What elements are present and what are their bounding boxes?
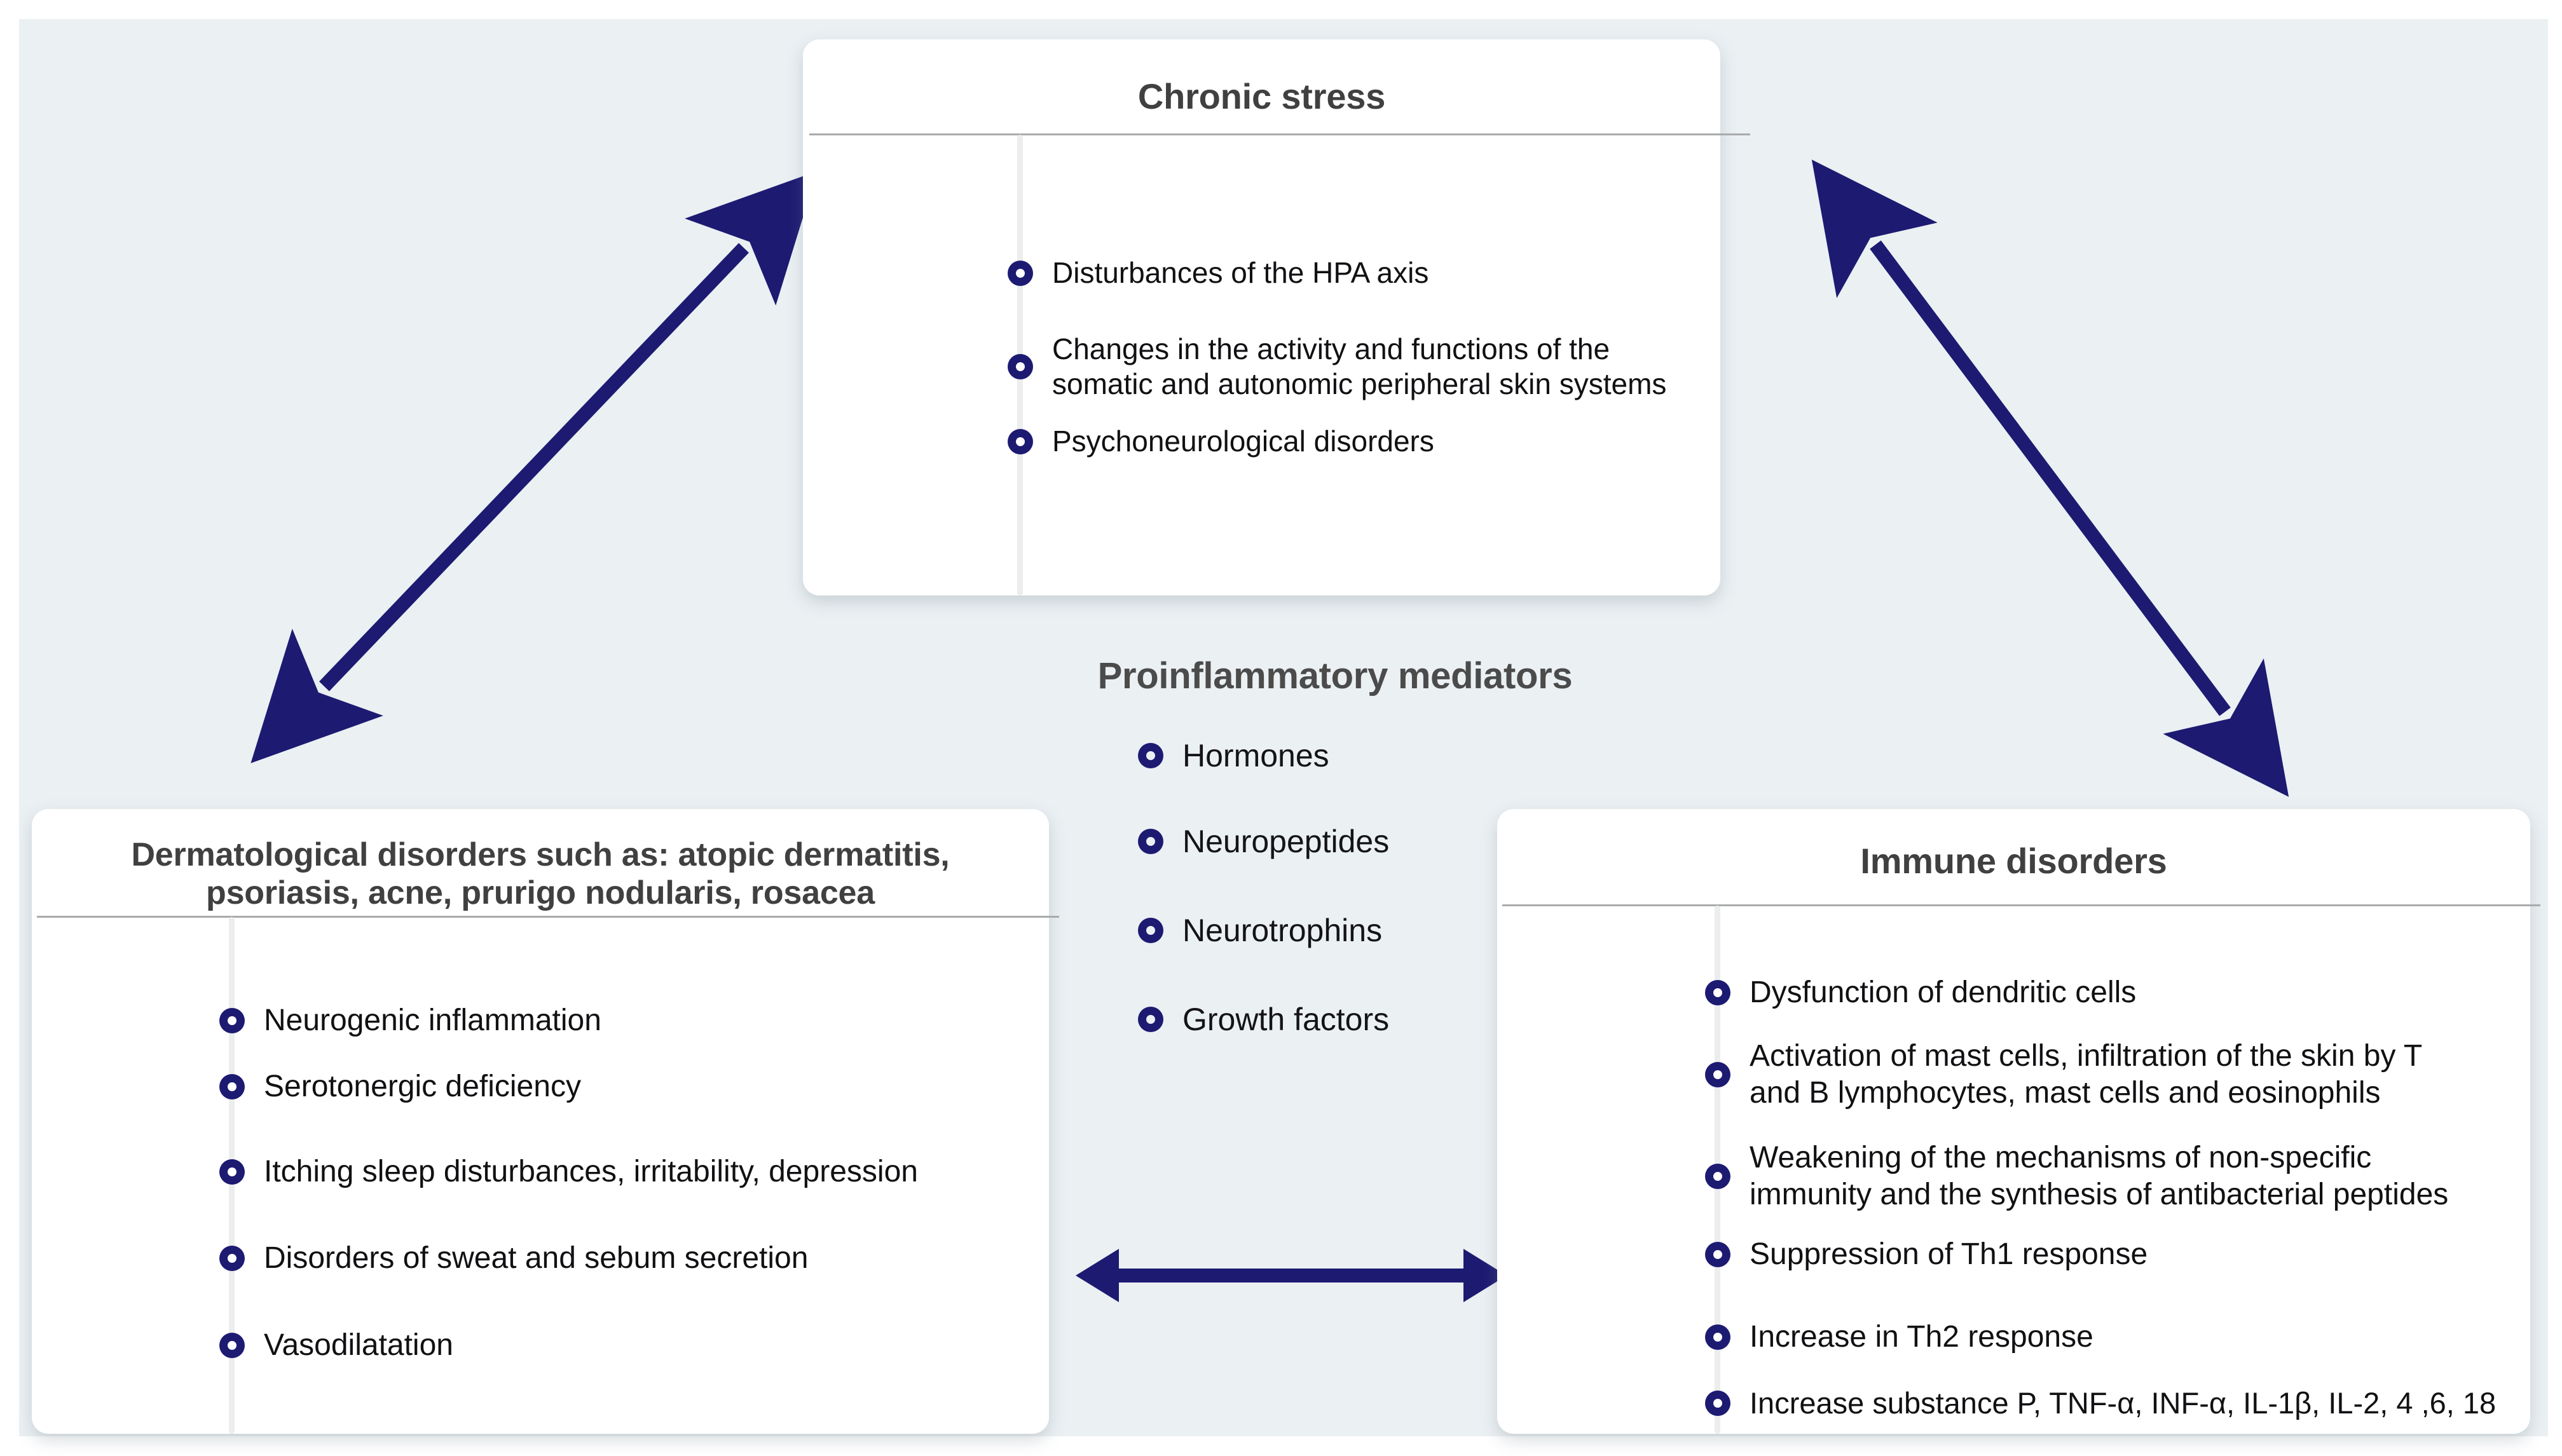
list-item-label: Growth factors — [1182, 1002, 1390, 1037]
list-item-label: Psychoneurological disorders — [1052, 425, 1434, 458]
chronic-stress-list: Disturbances of the HPA axis Changes in … — [803, 135, 1720, 595]
chronic-stress-card: Chronic stress Disturbances of the HPA a… — [803, 39, 1750, 595]
bullet-icon — [1138, 1007, 1163, 1032]
list-item[interactable]: Changes in the activity and functions of… — [803, 332, 1720, 402]
list-item[interactable]: Increase substance P, TNF-α, INF-α, IL-1… — [1497, 1385, 2530, 1421]
list-item[interactable]: Suppression of Th1 response — [1497, 1236, 2530, 1273]
immune-list: Dysfunction of dendritic cells Activatio… — [1497, 906, 2530, 1434]
bullet-icon — [1705, 1241, 1730, 1267]
bullet-icon — [1705, 1391, 1730, 1417]
dermatological-list: Neurogenic inflammation Serotonergic def… — [32, 917, 1049, 1434]
list-item-label: Dysfunction of dendritic cells — [1750, 976, 2137, 1009]
immune-divider — [1502, 904, 2540, 906]
dermatological-disorders-title: Dermatological disorders such as: atopic… — [131, 836, 950, 912]
bullet-icon — [1138, 918, 1163, 943]
list-item[interactable]: Disturbances of the HPA axis — [803, 255, 1720, 290]
bullet-icon — [1008, 428, 1033, 454]
arrow-stress-dermatological-svg — [250, 171, 818, 763]
chronic-stress-title: Chronic stress — [1137, 76, 1386, 116]
chronic-stress-divider — [809, 133, 1750, 135]
arrow-stress-dermatological — [250, 171, 818, 763]
bullet-icon — [1008, 354, 1033, 380]
list-item[interactable]: Psychoneurological disorders — [803, 424, 1720, 459]
list-item-label: Serotonergic deficiency — [264, 1070, 581, 1103]
bullet-icon — [1705, 979, 1730, 1005]
list-item[interactable]: Dysfunction of dendritic cells — [1497, 974, 2530, 1011]
bullet-icon — [219, 1245, 245, 1271]
bullet-icon — [219, 1073, 245, 1099]
list-item[interactable]: Neuropeptides — [1138, 823, 1389, 860]
list-item-label: Weakening of the mechanisms of non-speci… — [1750, 1141, 2449, 1211]
bullet-icon — [1705, 1163, 1730, 1189]
list-item[interactable]: Activation of mast cells, infiltration o… — [1497, 1038, 2530, 1111]
list-item[interactable]: Neurogenic inflammation — [32, 1002, 1049, 1039]
bullet-icon — [1138, 743, 1163, 768]
list-item-label: Disturbances of the HPA axis — [1052, 256, 1429, 289]
list-item-label: Changes in the activity and functions of… — [1052, 332, 1667, 401]
bullet-icon — [219, 1007, 245, 1033]
list-item-label: Suppression of Th1 response — [1750, 1237, 2148, 1271]
bullet-icon — [1705, 1061, 1730, 1087]
list-item-label: Neuropeptides — [1182, 824, 1390, 859]
list-item[interactable]: Hormones — [1138, 737, 1329, 774]
list-item-label: Disorders of sweat and sebum secretion — [264, 1241, 809, 1275]
immune-disorders-card: Immune disorders Dysfunction of dendriti… — [1497, 809, 2540, 1434]
bullet-icon — [1008, 260, 1033, 286]
bullet-icon — [1138, 829, 1163, 854]
list-item[interactable]: Itching sleep disturbances, irritability… — [32, 1153, 1049, 1190]
arrow-dermatological-immune — [1076, 1249, 1507, 1302]
list-item[interactable]: Vasodilatation — [32, 1327, 1049, 1364]
proinflammatory-mediators-group: Proinflammatory mediators Hormones Neuro… — [1030, 655, 1640, 1049]
dermatological-divider — [37, 916, 1059, 918]
list-item-label: Itching sleep disturbances, irritability… — [264, 1155, 918, 1188]
immune-disorders-title: Immune disorders — [1860, 841, 2167, 881]
arrow-stress-immune — [1811, 160, 2289, 797]
list-item-label: Neurogenic inflammation — [264, 1004, 601, 1037]
list-item[interactable]: Weakening of the mechanisms of non-speci… — [1497, 1140, 2530, 1213]
list-item-label: Increase in Th2 response — [1750, 1320, 2093, 1354]
dermatological-disorders-card: Dermatological disorders such as: atopic… — [32, 809, 1059, 1434]
list-item-label: Neurotrophins — [1182, 913, 1383, 948]
list-item-label: Increase substance P, TNF-α, INF-α, IL-1… — [1750, 1386, 2497, 1420]
list-item[interactable]: Growth factors — [1138, 1001, 1389, 1038]
proinflammatory-mediators-title: Proinflammatory mediators — [1097, 655, 1573, 697]
list-item-label: Vasodilatation — [264, 1328, 453, 1362]
list-item[interactable]: Disorders of sweat and sebum secretion — [32, 1240, 1049, 1277]
list-item[interactable]: Neurotrophins — [1138, 912, 1382, 949]
bullet-icon — [1705, 1324, 1730, 1350]
arrow-dermatological-immune-svg — [1076, 1249, 1507, 1302]
bullet-icon — [219, 1159, 245, 1185]
diagram-canvas: Chronic stress Disturbances of the HPA a… — [19, 19, 2548, 1436]
bullet-icon — [219, 1332, 245, 1358]
list-item[interactable]: Serotonergic deficiency — [32, 1068, 1049, 1105]
list-item[interactable]: Increase in Th2 response — [1497, 1319, 2530, 1356]
list-item-label: Activation of mast cells, infiltration o… — [1750, 1039, 2423, 1110]
arrow-stress-immune-svg — [1811, 160, 2289, 797]
list-item-label: Hormones — [1182, 738, 1329, 773]
